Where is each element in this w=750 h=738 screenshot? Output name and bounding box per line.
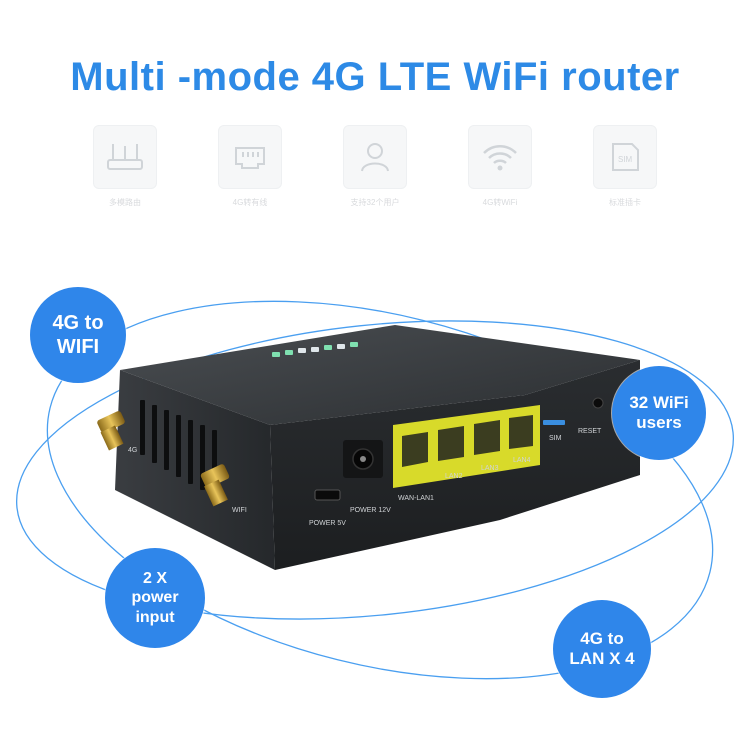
bubble-line: WIFI bbox=[56, 336, 100, 358]
router-device: 4G WIFI POWER 5V POWER 12V WAN-LAN1 LAN2… bbox=[97, 325, 640, 570]
bubble-4g-to-lan: 4G to LAN X 4 bbox=[553, 600, 651, 698]
bubble-line: LAN X 4 bbox=[569, 649, 635, 668]
label-sim: SIM bbox=[549, 435, 562, 442]
lan-port-block bbox=[393, 405, 540, 488]
lan-ports bbox=[402, 415, 533, 467]
bubble-line: 4G to bbox=[580, 628, 624, 648]
wifi-icon bbox=[468, 125, 532, 189]
label-reset: RESET bbox=[578, 428, 602, 435]
feature-router: 多模路由 bbox=[90, 125, 160, 208]
user-icon bbox=[343, 125, 407, 189]
feature-caption: 标准插卡 bbox=[609, 198, 641, 207]
bubble-line: 32 WiFi bbox=[629, 392, 689, 412]
bubble-line: 4G to bbox=[52, 312, 104, 334]
feature-caption: 多模路由 bbox=[109, 198, 141, 207]
page-title: Multi -mode 4G LTE WiFi router bbox=[70, 55, 680, 99]
router-icon bbox=[93, 125, 157, 189]
feature-caption: 4G转有线 bbox=[232, 198, 268, 207]
label-power12v: POWER 12V bbox=[350, 507, 391, 514]
label-wan-lan1: WAN-LAN1 bbox=[398, 495, 434, 502]
feature-caption: 支持32个用户 bbox=[350, 198, 400, 207]
bubble-2x-power-input: 2 X power input bbox=[105, 548, 205, 648]
label-wifi: WIFI bbox=[232, 507, 247, 514]
bubble-line: 2 X bbox=[142, 570, 167, 588]
bubble-32-wifi-users: 32 WiFi users bbox=[612, 366, 706, 460]
label-lan3: LAN3 bbox=[481, 465, 499, 472]
feature-sim: SIM 标准插卡 bbox=[590, 125, 660, 208]
antenna-4g bbox=[97, 411, 125, 451]
label-lan2: LAN2 bbox=[445, 473, 463, 480]
feature-icon-row: 多模路由 4G转有线 支持32个用户 bbox=[90, 125, 660, 215]
ethernet-port-icon bbox=[218, 125, 282, 189]
feature-ethernet: 4G转有线 bbox=[215, 125, 285, 208]
feature-wifi: 4G转WiFi bbox=[465, 125, 535, 208]
label-lan4: LAN4 bbox=[513, 457, 531, 464]
feature-users: 支持32个用户 bbox=[340, 125, 410, 208]
bubble-line: users bbox=[636, 413, 682, 432]
label-power5v: POWER 5V bbox=[309, 520, 346, 527]
label-4g: 4G bbox=[128, 447, 137, 454]
feature-caption: 4G转WiFi bbox=[482, 198, 518, 207]
status-leds bbox=[272, 342, 358, 357]
antenna-wifi bbox=[200, 464, 230, 507]
svg-text:SIM: SIM bbox=[618, 155, 633, 164]
orbit-lines bbox=[16, 300, 734, 680]
bubble-line: power bbox=[131, 589, 179, 607]
bubble-4g-to-wifi: 4G to WIFI bbox=[30, 287, 126, 383]
bubble-line: input bbox=[135, 608, 175, 626]
sim-card-icon: SIM bbox=[593, 125, 657, 189]
